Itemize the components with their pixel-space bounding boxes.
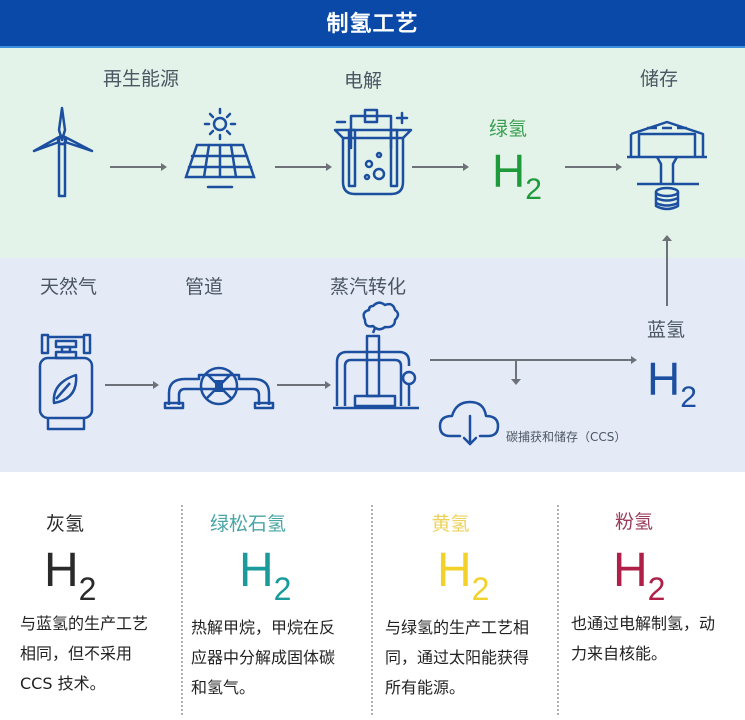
gas-cylinder-icon [38,333,94,431]
stage-label-natural-gas: 天然气 [40,276,98,298]
page-title: 制氢工艺 [326,12,419,37]
flow-arrow [275,163,332,171]
card-description: 与蓝氢的生产工艺 相同，但不采用 CCS 技术。 [20,614,149,693]
card-title: 黄氢 [431,513,470,535]
card-title: 灰氢 [45,513,84,535]
yellow-h2-symbol: H2 [437,544,490,607]
hydrogen-type-card-pink: 粉氢 H2 也通过电解制氢，动 力来自核能。 [559,505,745,715]
stage-label-steam-reforming: 蒸汽转化 [330,276,407,298]
stage-label-green-hydrogen: 绿氢 [489,118,528,140]
stage-label-blue-hydrogen: 蓝氢 [647,319,686,341]
card-description: 与绿氢的生产工艺相 同，通过太阳能获得 所有能源。 [385,618,530,697]
hydrogen-type-card-turquoise: 绿松石氢 H2 热解甲烷，甲烷在反 应器中分解成固体碳 和氢气。 [183,505,373,715]
stage-label-electrolysis: 电解 [344,70,383,92]
flow-arrow [565,163,622,171]
arrow-head-down [511,379,521,385]
blue-h2-symbol: H2 [647,353,697,414]
flow-arrow-to-blue-hydrogen [430,356,637,364]
card-title: 粉氢 [614,511,653,533]
flow-arrow-up [666,240,668,306]
stage-label-renewable: 再生能源 [103,68,180,90]
ccs-label: 碳捕获和储存（CCS） [506,430,627,444]
arrow-head-up [662,235,672,241]
turquoise-h2-symbol: H2 [239,544,292,607]
flow-arrow [110,163,167,171]
green-h2-symbol: H2 [492,145,542,206]
card-divider [557,505,559,715]
card-divider [371,505,373,715]
stage-label-pipeline: 管道 [185,276,224,298]
electrolysis-icon [333,108,413,196]
cloud-download-icon [438,400,500,446]
pipeline-valve-icon [163,366,275,410]
card-title: 绿松石氢 [209,513,286,535]
wind-turbine-icon [32,106,94,198]
steam-reformer-icon [333,301,419,410]
flow-arrow-down [515,360,517,380]
solar-panel-icon [184,107,256,189]
header-bar: 制氢工艺 [0,0,745,48]
card-description: 热解甲烷，甲烷在反 应器中分解成固体碳 和氢气。 [191,618,336,697]
blue-hydrogen-process-section [0,258,745,472]
flow-arrow [412,163,469,171]
stage-label-storage: 储存 [640,68,679,90]
grey-h2-symbol: H2 [44,544,97,607]
flow-arrow [277,381,331,389]
hydrogen-type-card-yellow: 黄氢 H2 与绿氢的生产工艺相 同，通过太阳能获得 所有能源。 [373,505,558,715]
card-divider [181,505,183,715]
storage-facility-icon [627,120,707,211]
hydrogen-type-card-grey: 灰氢 H2 与蓝氢的生产工艺 相同，但不采用 CCS 技术。 [0,505,180,715]
flow-arrow [105,381,159,389]
pink-h2-symbol: H2 [613,544,666,607]
card-description: 也通过电解制氢，动 力来自核能。 [571,614,716,663]
green-hydrogen-process-section [0,48,745,258]
